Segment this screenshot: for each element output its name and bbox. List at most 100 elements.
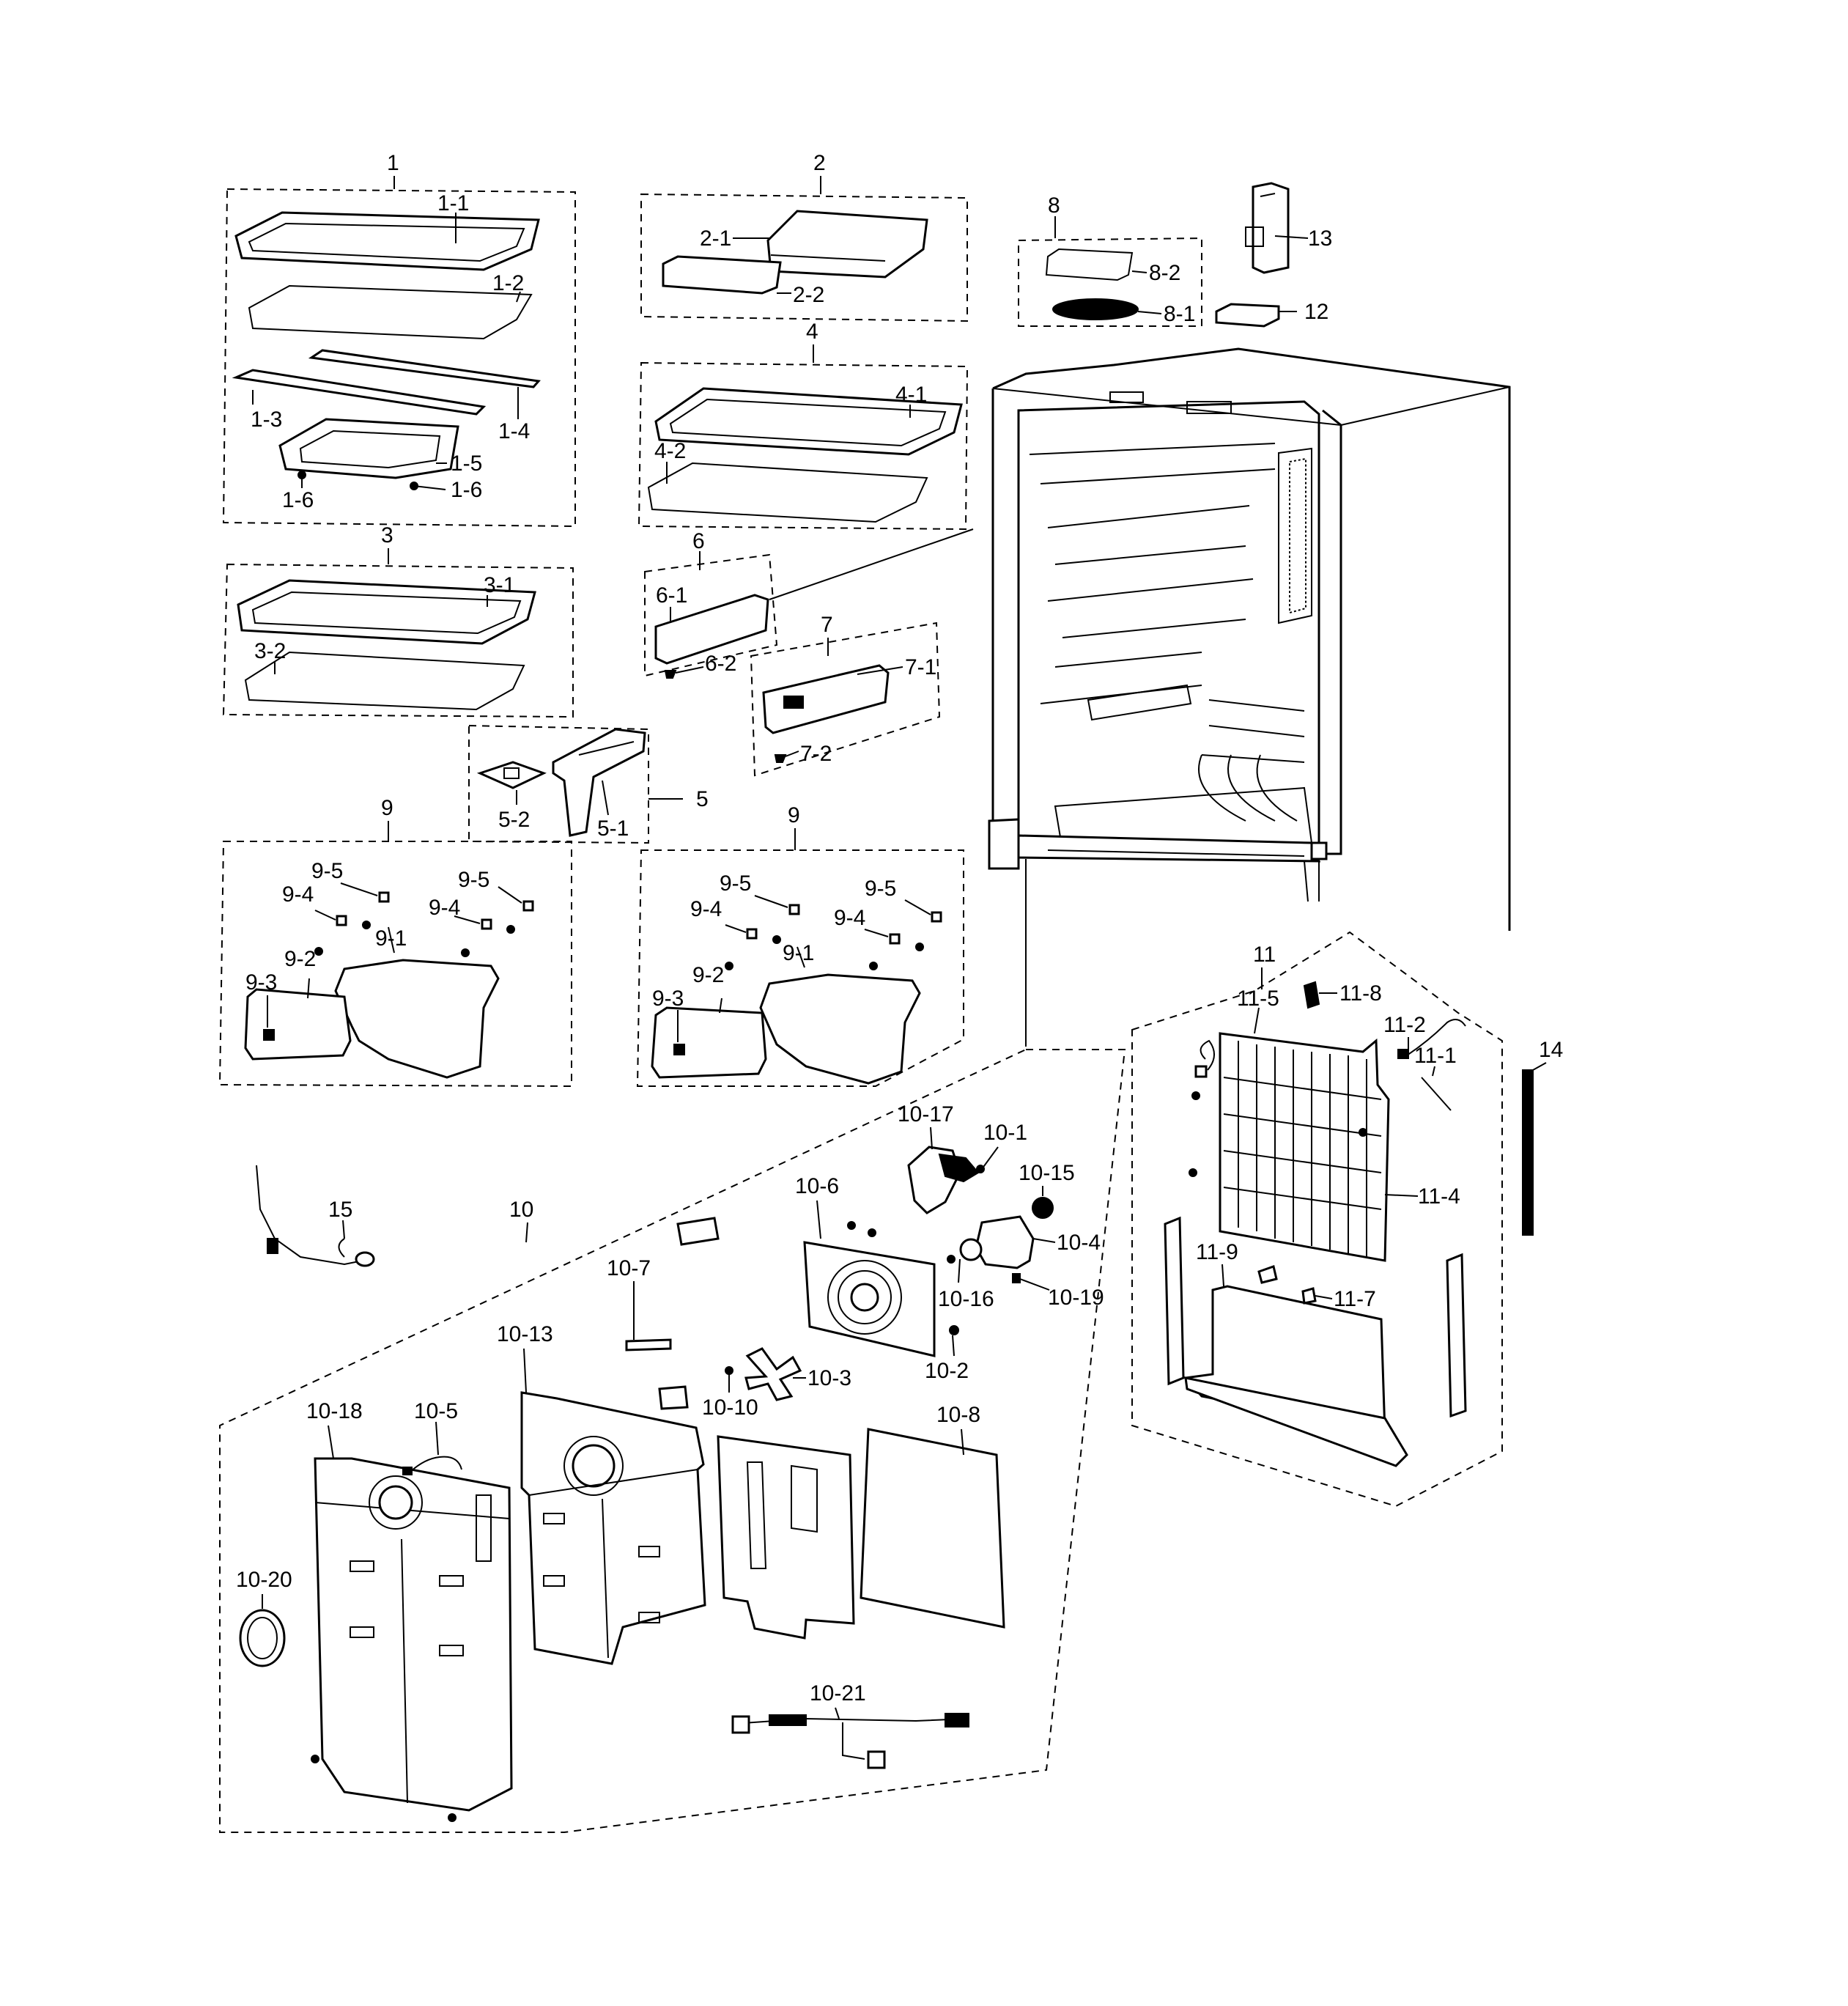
part-9-2-crisper-front xyxy=(244,988,352,1061)
callout-9-right: 9 xyxy=(788,803,800,827)
group-1-shelf-assembly: 1 1-1 1-2 1-3 1-4 1-5 1-6 1-6 xyxy=(222,151,576,528)
callout-10-4: 10-4 xyxy=(1057,1231,1101,1255)
callout-9-3b: 9-3 xyxy=(652,987,684,1011)
part-8-1-lamp-cover xyxy=(1052,298,1139,320)
callout-1-6b: 1-6 xyxy=(451,478,482,502)
callout-1-5: 1-5 xyxy=(451,451,482,476)
part-10-16-grommet xyxy=(959,1238,983,1261)
callout-3: 3 xyxy=(381,523,393,547)
callout-10-5: 10-5 xyxy=(414,1399,458,1423)
part-2-1-drawer xyxy=(766,210,928,279)
callout-10-8: 10-8 xyxy=(936,1403,980,1427)
callout-4-2: 4-2 xyxy=(654,439,686,463)
group-3-shelf: 3 3-1 3-2 xyxy=(222,523,574,718)
part-1-4-rail xyxy=(308,349,541,388)
callout-8: 8 xyxy=(1048,193,1060,218)
part-14-strip: 14 xyxy=(1522,1038,1563,1236)
part-3-2-glass-panel xyxy=(244,651,525,711)
callout-10-10: 10-10 xyxy=(702,1395,758,1420)
part-10-18-evaporator-cover xyxy=(314,1457,513,1812)
group-6-cover: 6 6-1 6-2 xyxy=(644,528,974,679)
callout-7-2: 7-2 xyxy=(800,742,832,766)
callout-11-9: 11-9 xyxy=(1196,1240,1238,1264)
part-1-5-tray xyxy=(278,418,459,479)
callout-2: 2 xyxy=(813,151,826,175)
group-9-crisper-left: 9 9-5 9-5 9-4 9-4 9-1 9-2 9-3 xyxy=(218,796,572,1088)
callout-10: 10 xyxy=(509,1198,533,1222)
part-9-1-crisper-drawer-right xyxy=(759,973,921,1085)
callout-1-4: 1-4 xyxy=(498,419,530,443)
callout-10-16: 10-16 xyxy=(938,1287,994,1311)
callout-11-2: 11-2 xyxy=(1383,1013,1426,1037)
group-9-crisper-right: 9 9-5 9-5 9-4 9-4 9-1 9-2 9-3 xyxy=(636,803,964,1087)
callout-9-4a: 9-4 xyxy=(282,882,314,907)
callout-11-1: 11-1 xyxy=(1414,1044,1457,1068)
part-duct-insulation xyxy=(717,1435,855,1640)
part-10-7-heater xyxy=(625,1338,672,1352)
part-11-1-heater-rod xyxy=(1421,1077,1452,1111)
part-5-2-plate xyxy=(476,761,547,789)
callout-3-1: 3-1 xyxy=(484,573,515,597)
callout-1: 1 xyxy=(387,151,399,175)
callout-5: 5 xyxy=(696,787,709,811)
callout-8-1: 8-1 xyxy=(1164,302,1195,326)
callout-10-21: 10-21 xyxy=(810,1681,866,1706)
part-11-4-evaporator-coil xyxy=(1219,1032,1390,1262)
part-8-2-lens xyxy=(1045,248,1134,281)
callout-10-15: 10-15 xyxy=(1019,1161,1075,1185)
callout-10-1: 10-1 xyxy=(983,1121,1027,1145)
callout-10-20: 10-20 xyxy=(236,1568,292,1592)
group-7-control-panel: 7 7-1 7-2 xyxy=(750,613,941,777)
callout-3-2: 3-2 xyxy=(254,639,286,663)
part-6-1-cover xyxy=(654,594,769,665)
group-2-drawer: 2 2-1 2-2 xyxy=(640,151,968,322)
part-5-1-bracket xyxy=(552,728,646,837)
callout-10-13: 10-13 xyxy=(497,1322,553,1346)
callout-5-1: 5-1 xyxy=(597,816,629,841)
callout-1-2: 1-2 xyxy=(492,271,524,295)
part-10-5-sensor xyxy=(410,1456,462,1472)
callout-12: 12 xyxy=(1304,300,1328,324)
callout-1-6a: 1-6 xyxy=(282,488,314,512)
group-4-shelf: 4 4-1 4-2 xyxy=(637,320,969,531)
callout-11-8: 11-8 xyxy=(1339,981,1382,1006)
part-9-2-crisper-front-right xyxy=(651,1006,767,1079)
part-10-15-grommet xyxy=(1032,1197,1054,1219)
part-4-2-glass-panel xyxy=(647,462,928,523)
callout-11-7: 11-7 xyxy=(1334,1287,1376,1311)
part-11-2-sensor xyxy=(1406,1019,1466,1056)
callout-7: 7 xyxy=(821,613,833,637)
part-10-13-fan-shroud xyxy=(520,1391,706,1665)
callout-10-2: 10-2 xyxy=(925,1359,969,1383)
part-1-3-rail xyxy=(232,369,487,416)
callout-9-5b: 9-5 xyxy=(458,868,489,892)
callout-9-left: 9 xyxy=(381,796,393,820)
callout-9-2b: 9-2 xyxy=(692,963,724,987)
callout-10-7: 10-7 xyxy=(607,1256,651,1280)
callout-9-4d: 9-4 xyxy=(834,906,865,930)
callout-9-4b: 9-4 xyxy=(429,896,460,920)
callout-6: 6 xyxy=(692,529,705,553)
callout-6-2: 6-2 xyxy=(705,652,736,676)
part-10-4-fan-motor xyxy=(975,1215,1035,1269)
callout-2-2: 2-2 xyxy=(793,283,824,307)
group-10-fan-assembly: 15 10 10-7 10-6 10-2 10-17 10-1 10-4 xyxy=(219,859,1126,1833)
group-5-bracket: 5 5-2 5-1 xyxy=(468,724,709,844)
callout-9-4c: 9-4 xyxy=(690,897,722,921)
part-3-1-shelf-frame xyxy=(237,579,536,645)
callout-11-5: 11-5 xyxy=(1237,987,1279,1011)
callout-8-2: 8-2 xyxy=(1149,261,1180,285)
group-11-evaporator: 11 11-4 11-5 11-8 11-2 xyxy=(1131,931,1503,1508)
part-9-1-crisper-drawer xyxy=(334,959,500,1079)
part-7-1-control-board xyxy=(762,664,890,734)
callout-7-1: 7-1 xyxy=(905,655,936,679)
callout-10-3: 10-3 xyxy=(807,1366,851,1390)
callout-9-3a: 9-3 xyxy=(245,970,277,995)
callout-6-1: 6-1 xyxy=(656,583,687,608)
callout-10-17: 10-17 xyxy=(898,1102,954,1126)
part-10-8-panel xyxy=(860,1428,1005,1629)
callout-14: 14 xyxy=(1539,1038,1563,1062)
callout-5-2: 5-2 xyxy=(498,808,530,832)
part-10-21-wire-harness xyxy=(732,1717,968,1725)
group-8-lamp-cover: 8 8-2 8-1 xyxy=(1018,193,1202,327)
